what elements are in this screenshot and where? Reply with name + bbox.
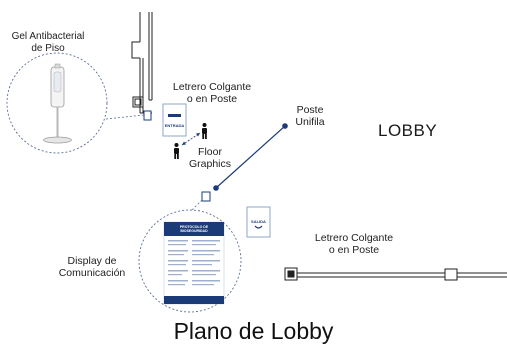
salida-sign: SALIDA	[246, 206, 271, 238]
display-label: Display de Comunicación	[58, 255, 126, 279]
letrero-top-label: Letrero Colgante o en Poste	[172, 81, 252, 105]
left-wall	[131, 12, 153, 114]
person-icon-left	[174, 143, 179, 159]
display-marker	[201, 191, 211, 202]
entrada-sign: ENTRADA	[162, 103, 187, 137]
entrada-sign-text: ENTRADA	[165, 123, 185, 128]
lobby-label: LOBBY	[378, 121, 438, 140]
display-poster-title: PROTOCOLO DE BIOSEGURIDAD	[179, 225, 209, 233]
poste-start-dot	[213, 185, 219, 191]
display-poster	[163, 221, 225, 305]
person-icon-right	[202, 123, 207, 139]
letrero-bottom-label: Letrero Colgante o en Poste	[314, 232, 394, 256]
plan-caption: Plano de Lobby	[173, 318, 334, 344]
poste-end-dot	[282, 123, 288, 129]
gel-label: Gel Antibacterial de Piso	[11, 31, 85, 54]
floor-arrow-head-1	[196, 133, 200, 137]
floor-graphics-label: Floor Graphics	[188, 146, 231, 170]
gel-leader-line	[105, 114, 145, 120]
gel-dispenser-marker	[143, 110, 152, 121]
poste-label: Poste Unifila	[295, 104, 325, 128]
poste-unifila-line	[215, 125, 286, 189]
bottom-wall	[284, 267, 507, 281]
gel-dispenser-illustration	[43, 63, 72, 144]
floor-arrow-head-2	[182, 141, 186, 145]
salida-sign-text: SALIDA	[251, 219, 266, 224]
